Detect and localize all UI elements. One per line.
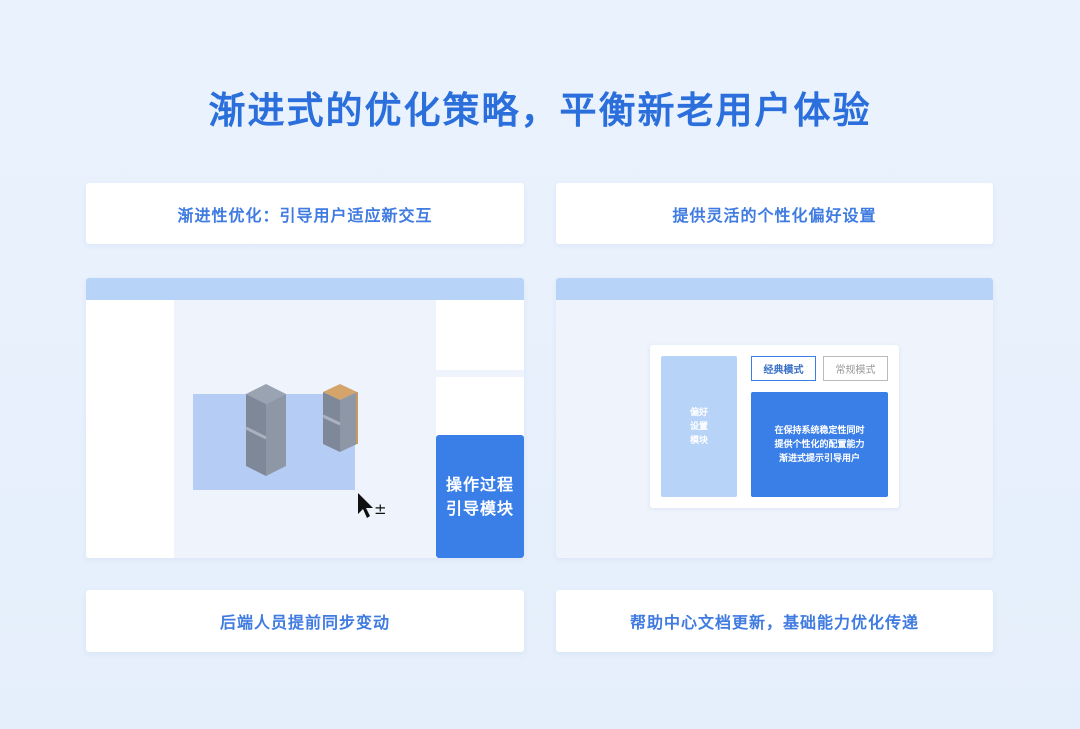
shelf-objects-icon xyxy=(245,384,358,476)
desc-line: 渐进式提示引导用户 xyxy=(778,453,860,464)
guide-module-line: 引导模块 xyxy=(445,498,514,518)
editor-mockup: ± 操作过程 引导模块 xyxy=(86,278,524,558)
pref-line: 模块 xyxy=(689,435,708,446)
pref-line: 设置 xyxy=(689,421,708,432)
pref-line: 偏好 xyxy=(689,407,708,418)
preference-module: 偏好 设置 模块 xyxy=(661,356,737,497)
card-progressive-optimization: 渐进性优化：引导用户适应新交互 xyxy=(86,183,524,244)
card-personal-preferences: 提供灵活的个性化偏好设置 xyxy=(556,183,993,244)
guide-module-button[interactable]: 操作过程 引导模块 xyxy=(436,435,524,558)
preferences-dialog: 偏好 设置 模块 经典模式 常规模式 在保持系统稳定性同时 提供个性化的配置能力… xyxy=(650,345,899,508)
cursor-icon xyxy=(358,493,373,518)
page-title: 渐进式的优化策略，平衡新老用户体验 xyxy=(208,89,872,132)
card-help-docs: 帮助中心文档更新，基础能力优化传递 xyxy=(556,590,993,652)
mode-description: 在保持系统稳定性同时 提供个性化的配置能力 渐进式提示引导用户 xyxy=(751,392,888,497)
shelf-large xyxy=(245,384,286,476)
mockup-header-bar xyxy=(556,278,993,300)
cursor-plus-minus-badge: ± xyxy=(374,500,387,518)
normal-mode-button[interactable]: 常规模式 xyxy=(823,356,888,381)
divider xyxy=(436,370,524,377)
side-panel-top xyxy=(436,300,524,370)
desc-line: 在保持系统稳定性同时 xyxy=(774,425,865,436)
desc-line: 提供个性化的配置能力 xyxy=(774,439,865,450)
shelf-small-selected xyxy=(322,384,358,452)
mockup-header-bar xyxy=(86,278,524,300)
card-backend-sync: 后端人员提前同步变动 xyxy=(86,590,524,652)
classic-mode-button[interactable]: 经典模式 xyxy=(751,356,816,381)
preferences-mockup: 偏好 设置 模块 经典模式 常规模式 在保持系统稳定性同时 提供个性化的配置能力… xyxy=(556,278,993,558)
guide-module-line: 操作过程 xyxy=(445,474,514,494)
